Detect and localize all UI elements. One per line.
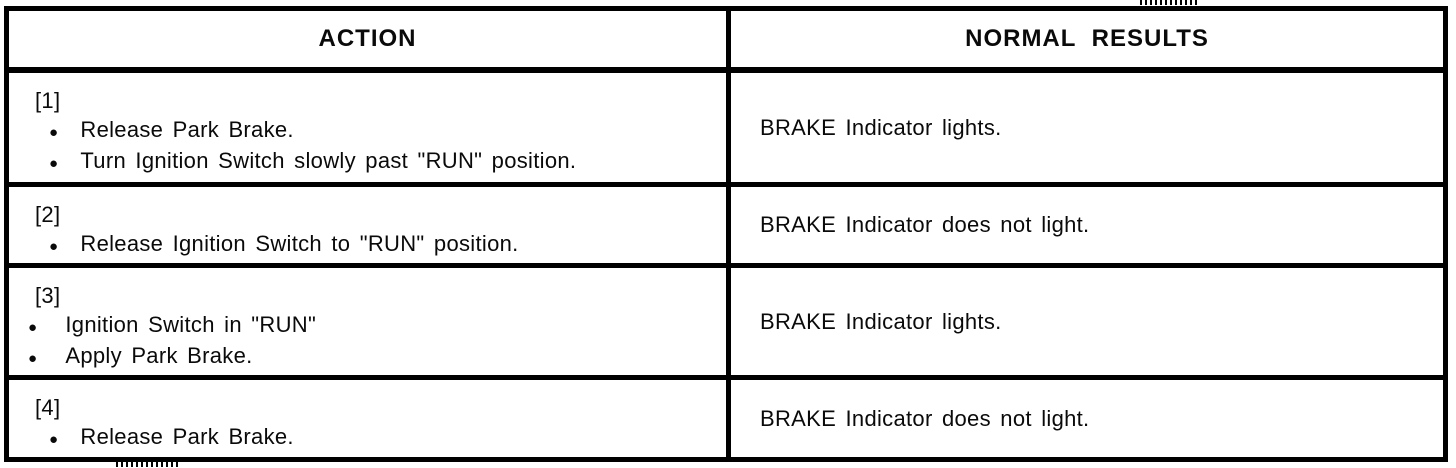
step-number: [3] [35, 283, 61, 308]
step-number: [1] [35, 88, 61, 113]
column-header-action: ACTION [9, 11, 731, 73]
bullet-icon: ● [49, 238, 59, 255]
action-item: ● Turn Ignition Switch slowly past "RUN"… [35, 147, 718, 178]
result-text: BRAKE Indicator lights. [760, 308, 1002, 334]
action-item: ● Release Park Brake. [35, 423, 718, 454]
scan-artifact [116, 462, 178, 467]
result-cell-4: BRAKE Indicator does not light. [731, 380, 1443, 457]
action-text: Apply Park Brake. [65, 343, 253, 368]
action-cell-2: [2] ● Release Ignition Switch to "RUN" p… [9, 187, 731, 268]
scan-artifact [1140, 0, 1198, 5]
action-text: Release Park Brake. [80, 424, 294, 449]
action-item: ● Release Park Brake. [35, 116, 718, 147]
result-cell-1: BRAKE Indicator lights. [731, 73, 1443, 187]
action-text: Release Ignition Switch to "RUN" positio… [80, 231, 519, 256]
test-procedure-table: ACTION NORMAL RESULTS [1] ● Release Park… [4, 6, 1448, 462]
result-text: BRAKE Indicator lights. [760, 114, 1002, 140]
action-cell-1: [1] ● Release Park Brake. ● Turn Ignitio… [9, 73, 731, 187]
action-text: Release Park Brake. [80, 117, 294, 142]
result-text: BRAKE Indicator does not light. [760, 212, 1090, 237]
action-cell-4: [4] ● Release Park Brake. [9, 380, 731, 457]
column-header-normal-results: NORMAL RESULTS [731, 11, 1443, 73]
action-item: ● Release Ignition Switch to "RUN" posit… [35, 230, 718, 261]
bullet-icon: ● [49, 431, 59, 448]
result-text: BRAKE Indicator does not light. [760, 405, 1090, 431]
step-number: [2] [35, 202, 61, 227]
action-cell-3: [3] ● Ignition Switch in "RUN" ● Apply P… [9, 268, 731, 380]
bullet-icon: ● [49, 124, 59, 141]
result-cell-3: BRAKE Indicator lights. [731, 268, 1443, 380]
bullet-icon: ● [49, 155, 59, 172]
action-text: Ignition Switch in "RUN" [65, 312, 317, 337]
action-text: Turn Ignition Switch slowly past "RUN" p… [80, 148, 577, 173]
result-cell-2: BRAKE Indicator does not light. [731, 187, 1443, 268]
action-item: ● Apply Park Brake. [28, 342, 718, 373]
bullet-icon: ● [28, 350, 38, 367]
step-number: [4] [35, 395, 61, 420]
bullet-icon: ● [28, 319, 38, 336]
action-item: ● Ignition Switch in "RUN" [28, 311, 718, 342]
